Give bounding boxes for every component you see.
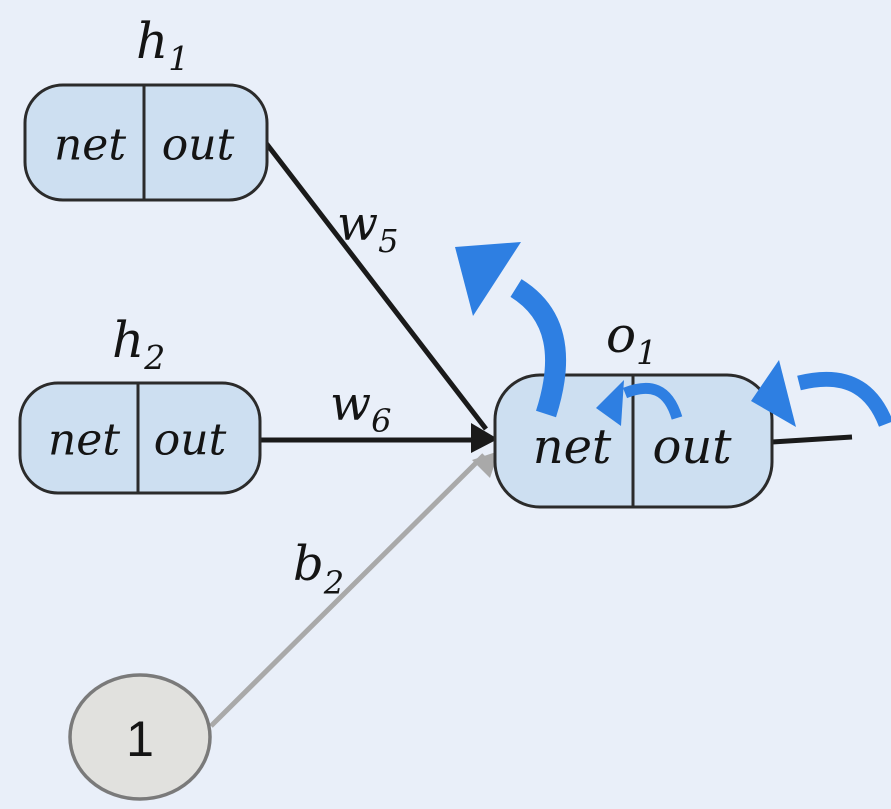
black-arrowhead-icon [471, 423, 498, 453]
node-h2-title: h2 [112, 311, 165, 377]
edge-w5-line [264, 141, 488, 431]
node-o1-out-label: out [652, 419, 732, 475]
gradient-up-left-arrowhead-icon [455, 242, 521, 316]
gradient-from-right-arrowhead-icon [751, 360, 796, 427]
gray-arrowhead-icon [472, 451, 499, 478]
node-h1: net out h1 [23, 12, 269, 202]
node-bias-body [68, 673, 212, 801]
gradient-arrows [455, 242, 891, 427]
gradient-out-to-net-arrow-icon [622, 382, 683, 420]
node-h1-title: h1 [136, 12, 189, 78]
gradient-up-left-arrow-icon [510, 279, 566, 418]
node-h1-net-label: net [54, 120, 126, 171]
edge-w5-label: w5 [337, 196, 398, 260]
edge-w6-label: w6 [330, 376, 391, 440]
node-h2: net out h2 [18, 311, 262, 495]
node-o1-net-label: net [533, 419, 612, 475]
gradient-out-to-net-arrowhead-icon [596, 380, 624, 426]
node-o1-title: o1 [606, 306, 657, 372]
node-h2-body [18, 381, 262, 495]
node-bias-value: 1 [126, 711, 154, 767]
node-h2-out-label: out [154, 415, 227, 466]
node-h1-body [23, 83, 269, 202]
node-h2-net-label: net [48, 415, 120, 466]
edge-b2-line [209, 453, 486, 728]
gradient-from-right-arrow-icon [797, 371, 891, 427]
o1-output-line [771, 434, 853, 445]
node-bias: 1 [68, 673, 212, 801]
node-o1: net out o1 [493, 306, 774, 509]
edge-b2-label: b2 [293, 536, 344, 602]
node-h1-out-label: out [162, 120, 235, 171]
